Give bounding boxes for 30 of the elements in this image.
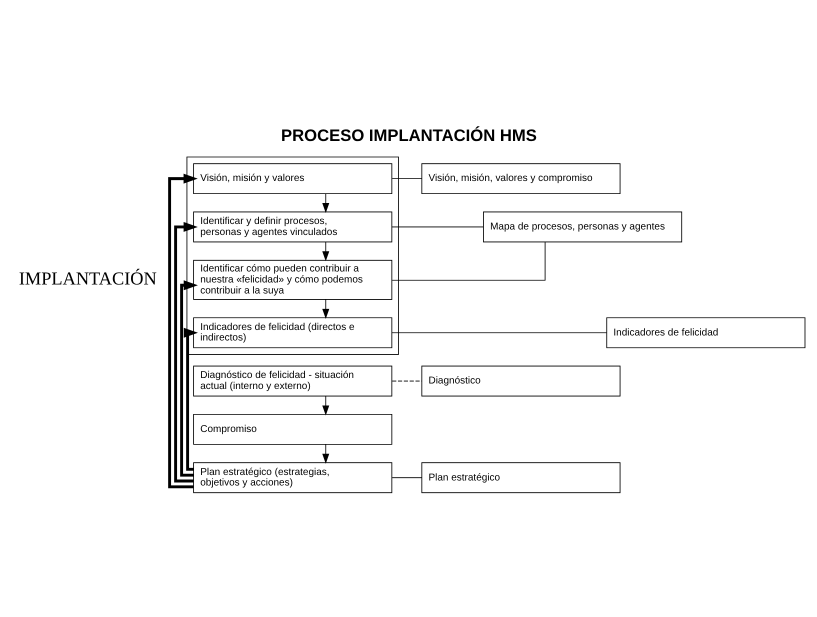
arrow	[174, 221, 198, 482]
node-box: Diagnóstico	[421, 365, 620, 396]
arrow	[168, 173, 198, 488]
arrow	[184, 327, 198, 470]
arrow	[322, 395, 330, 415]
diagram-title: PROCESO IMPLANTACIÓN HMS	[281, 126, 537, 145]
node-box: Diagnóstico de felicidad - situación actual (interno y externo)	[193, 365, 392, 396]
connector	[392, 226, 484, 227]
label: IMPLANTACIÓN	[18, 268, 157, 288]
node-box: Indicadores de felicidad (directos e indirectos)	[193, 316, 392, 348]
node-box: Mapa de procesos, personas y agentes	[483, 211, 682, 242]
arrow	[322, 298, 330, 318]
connector	[392, 476, 422, 478]
arrow	[322, 443, 330, 464]
node-box: Plan estratégico (estrategias, objetivos y acciones)	[193, 462, 392, 493]
node-box: Plan estratégico	[421, 462, 620, 493]
arrow	[322, 241, 330, 261]
node-box: Compromiso	[193, 413, 392, 444]
node-box: Indicadores de felicidad	[606, 316, 806, 348]
node-box: Identificar y definir procesos, personas y agentes vinculados	[193, 211, 392, 242]
node-box: Identificar cómo pueden contribuir a nuestra «felicidad» y cómo podemos contribuir a la suya	[193, 259, 392, 300]
connector	[392, 332, 607, 333]
node-box: Visión, misión, valores y compromiso	[421, 162, 620, 194]
cluster	[186, 156, 399, 354]
arrow	[180, 280, 198, 476]
connector	[392, 241, 546, 280]
connector	[392, 380, 422, 381]
node-box: Visión, misión y valores	[193, 162, 392, 194]
connector	[392, 178, 422, 179]
arrow	[322, 192, 330, 213]
